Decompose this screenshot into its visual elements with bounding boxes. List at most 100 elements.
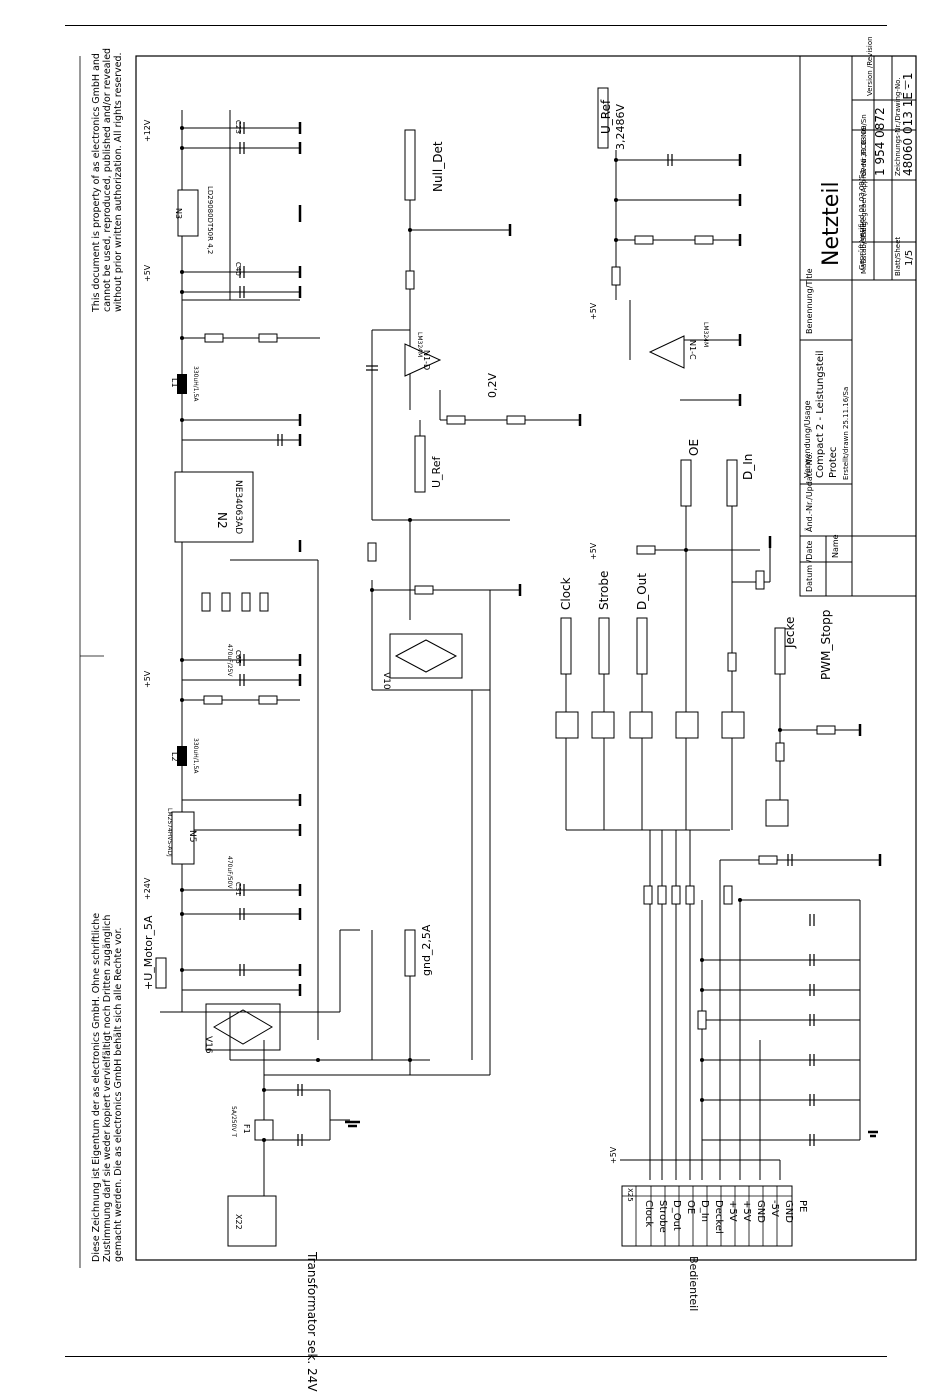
title-block	[799, 55, 917, 597]
notice-german-line-2: Zustimmung darf sie weder kopiert vervie…	[102, 915, 113, 1262]
sheet-label: Blatt/Sheet	[894, 237, 902, 276]
part-x25: X25	[626, 1188, 634, 1202]
wiring	[160, 110, 880, 1200]
x25-pin-3: D_Out	[671, 1200, 682, 1231]
ic-packages	[171, 189, 789, 865]
name-label: Name	[831, 534, 840, 558]
notice-english: This document is property of as electron…	[91, 48, 124, 313]
part-n1c: N1-C	[688, 340, 697, 360]
drawing-number: 48060 013 1E - 1	[901, 72, 915, 176]
change-label: Änd.-Nr./Update-No.	[804, 452, 814, 532]
notice-german-line-3: gemacht werden. Die as electronics GmbH …	[113, 927, 124, 1262]
drawing-label: Zeichnungs-Nr./Drawing-No.	[894, 77, 902, 176]
ic-n3	[177, 189, 199, 237]
x25-pin-12: PE	[797, 1200, 808, 1212]
part-n1d-type: LM324M	[416, 332, 423, 357]
opamp-n1c	[648, 335, 685, 369]
label-plus-12v: +12V	[143, 119, 152, 142]
label-u-ref-in: U_Ref	[430, 456, 443, 488]
bottom-rule	[65, 1356, 887, 1357]
port-u-ref-in	[414, 435, 426, 493]
part-c23: C23	[234, 120, 242, 134]
top-rule	[65, 25, 887, 26]
port-d-in	[726, 459, 738, 507]
bridge-v10	[389, 633, 463, 679]
scale-label: Maßstab/Scale	[860, 223, 868, 274]
bridge-v16	[205, 1003, 281, 1051]
inductors	[177, 374, 187, 766]
junction-dots	[180, 126, 782, 1142]
part-l2-value: 330uH/1,5A	[192, 738, 199, 774]
date-label: Datum /Date	[805, 541, 814, 593]
ic-n5	[171, 811, 195, 865]
part-n3-type: LD29080DT50R 4,2	[206, 186, 214, 254]
part-l1-value: 330uH/1,5A	[192, 366, 199, 402]
connector-x25-pins: Clock Strobe D_Out OE D_In Deckel +5V +5…	[643, 1200, 808, 1234]
label-oe: OE	[687, 439, 701, 456]
part-c65: C65	[234, 650, 242, 664]
port-motor	[155, 957, 167, 989]
ic-n2	[174, 471, 254, 543]
label-plus-5v-bottom: +5V	[609, 1146, 618, 1164]
label-clock: Clock	[559, 577, 573, 610]
label-plus-5v-top: +5V	[143, 264, 152, 282]
part-n1d: N1-D	[422, 350, 431, 370]
created-date: Erstellt/drawn 25.11.16/Sa	[842, 387, 850, 480]
label-0-2v: 0,2V	[486, 373, 499, 398]
usage-line-2: Protec	[828, 447, 839, 478]
x25-pin-8: +5V	[741, 1200, 752, 1222]
signal-ports	[155, 87, 793, 1247]
schmitt-gate-3	[629, 711, 653, 739]
part-n5-type: LM2574HVS-ADJ	[166, 808, 173, 857]
label-pwm-stopp: PWM_Stopp	[819, 610, 833, 680]
part-n2-type: NE34063AD	[233, 480, 243, 534]
schmitt-gate-5	[721, 711, 745, 739]
label-gnd: gnd_2,5A	[420, 924, 433, 976]
part-n5: N5	[187, 830, 197, 842]
x25-pin-10: -5V	[769, 1200, 780, 1217]
port-null-det	[404, 129, 416, 201]
port-gnd	[404, 929, 416, 977]
x25-pin-11: GND	[783, 1200, 794, 1223]
part-f1: F1	[242, 1124, 251, 1134]
x25-pin-7: +5V	[727, 1200, 738, 1222]
version-value: —	[900, 80, 911, 90]
checked-date: Geprüft/verified 01.03.09/Sa	[858, 170, 866, 270]
part-l1: L1	[170, 378, 179, 388]
notice-german-line-1: Diese Zeichnung ist Eigentum der as elec…	[91, 913, 102, 1262]
port-clock	[560, 617, 572, 675]
usage-line-1: Compact 2 - Leistungsteil	[815, 350, 826, 478]
inductor-l2	[177, 746, 187, 766]
part-c31: C31	[234, 882, 242, 896]
part-n2: N2	[215, 512, 229, 529]
part-labels: N2 NE34063AD N5 LM2574HVS-ADJ N3 LD29080…	[166, 120, 709, 1230]
notice-german: Diese Zeichnung ist Eigentum der as elec…	[91, 913, 124, 1262]
port-u-ref	[597, 87, 609, 149]
usage-label: Verwendung/Usage	[803, 400, 812, 478]
label-plus-24v: +24V	[143, 877, 152, 900]
port-oe	[680, 459, 692, 507]
opamp-n1d	[404, 343, 442, 377]
bridge-rectifiers	[205, 633, 463, 1051]
part-c65-value: 470uF/25V	[226, 644, 233, 677]
notice-english-line-3: without prior written authorization. All…	[113, 52, 124, 312]
notice-english-line-2: cannot be used, reproduced, published an…	[102, 48, 113, 312]
part-c40: C40	[234, 262, 242, 276]
part-c31-value: 470uF/50V	[226, 856, 233, 889]
part-x22: X22	[234, 1214, 243, 1230]
label-plus-5v-right: +5V	[589, 302, 598, 320]
label-plus-5v-logic: +5V	[589, 542, 598, 560]
schmitt-gate-6	[765, 799, 789, 827]
label-d-out: D_Out	[635, 573, 649, 610]
part-f1-value: 5A/250V T	[230, 1106, 237, 1137]
inductor-l1	[177, 374, 187, 394]
drawing-title: Netzteil	[819, 181, 844, 266]
net-labels: Transformator sek. 24V Bedienteil +U_Mot…	[142, 99, 833, 1392]
schmitt-gate-4	[675, 711, 699, 739]
connector-x22	[227, 1195, 277, 1247]
x25-pin-6: Deckel	[713, 1200, 724, 1234]
port-d-out	[636, 617, 648, 675]
schmitt-gate-1	[555, 711, 579, 739]
label-null-det: Null_Det	[431, 141, 445, 192]
